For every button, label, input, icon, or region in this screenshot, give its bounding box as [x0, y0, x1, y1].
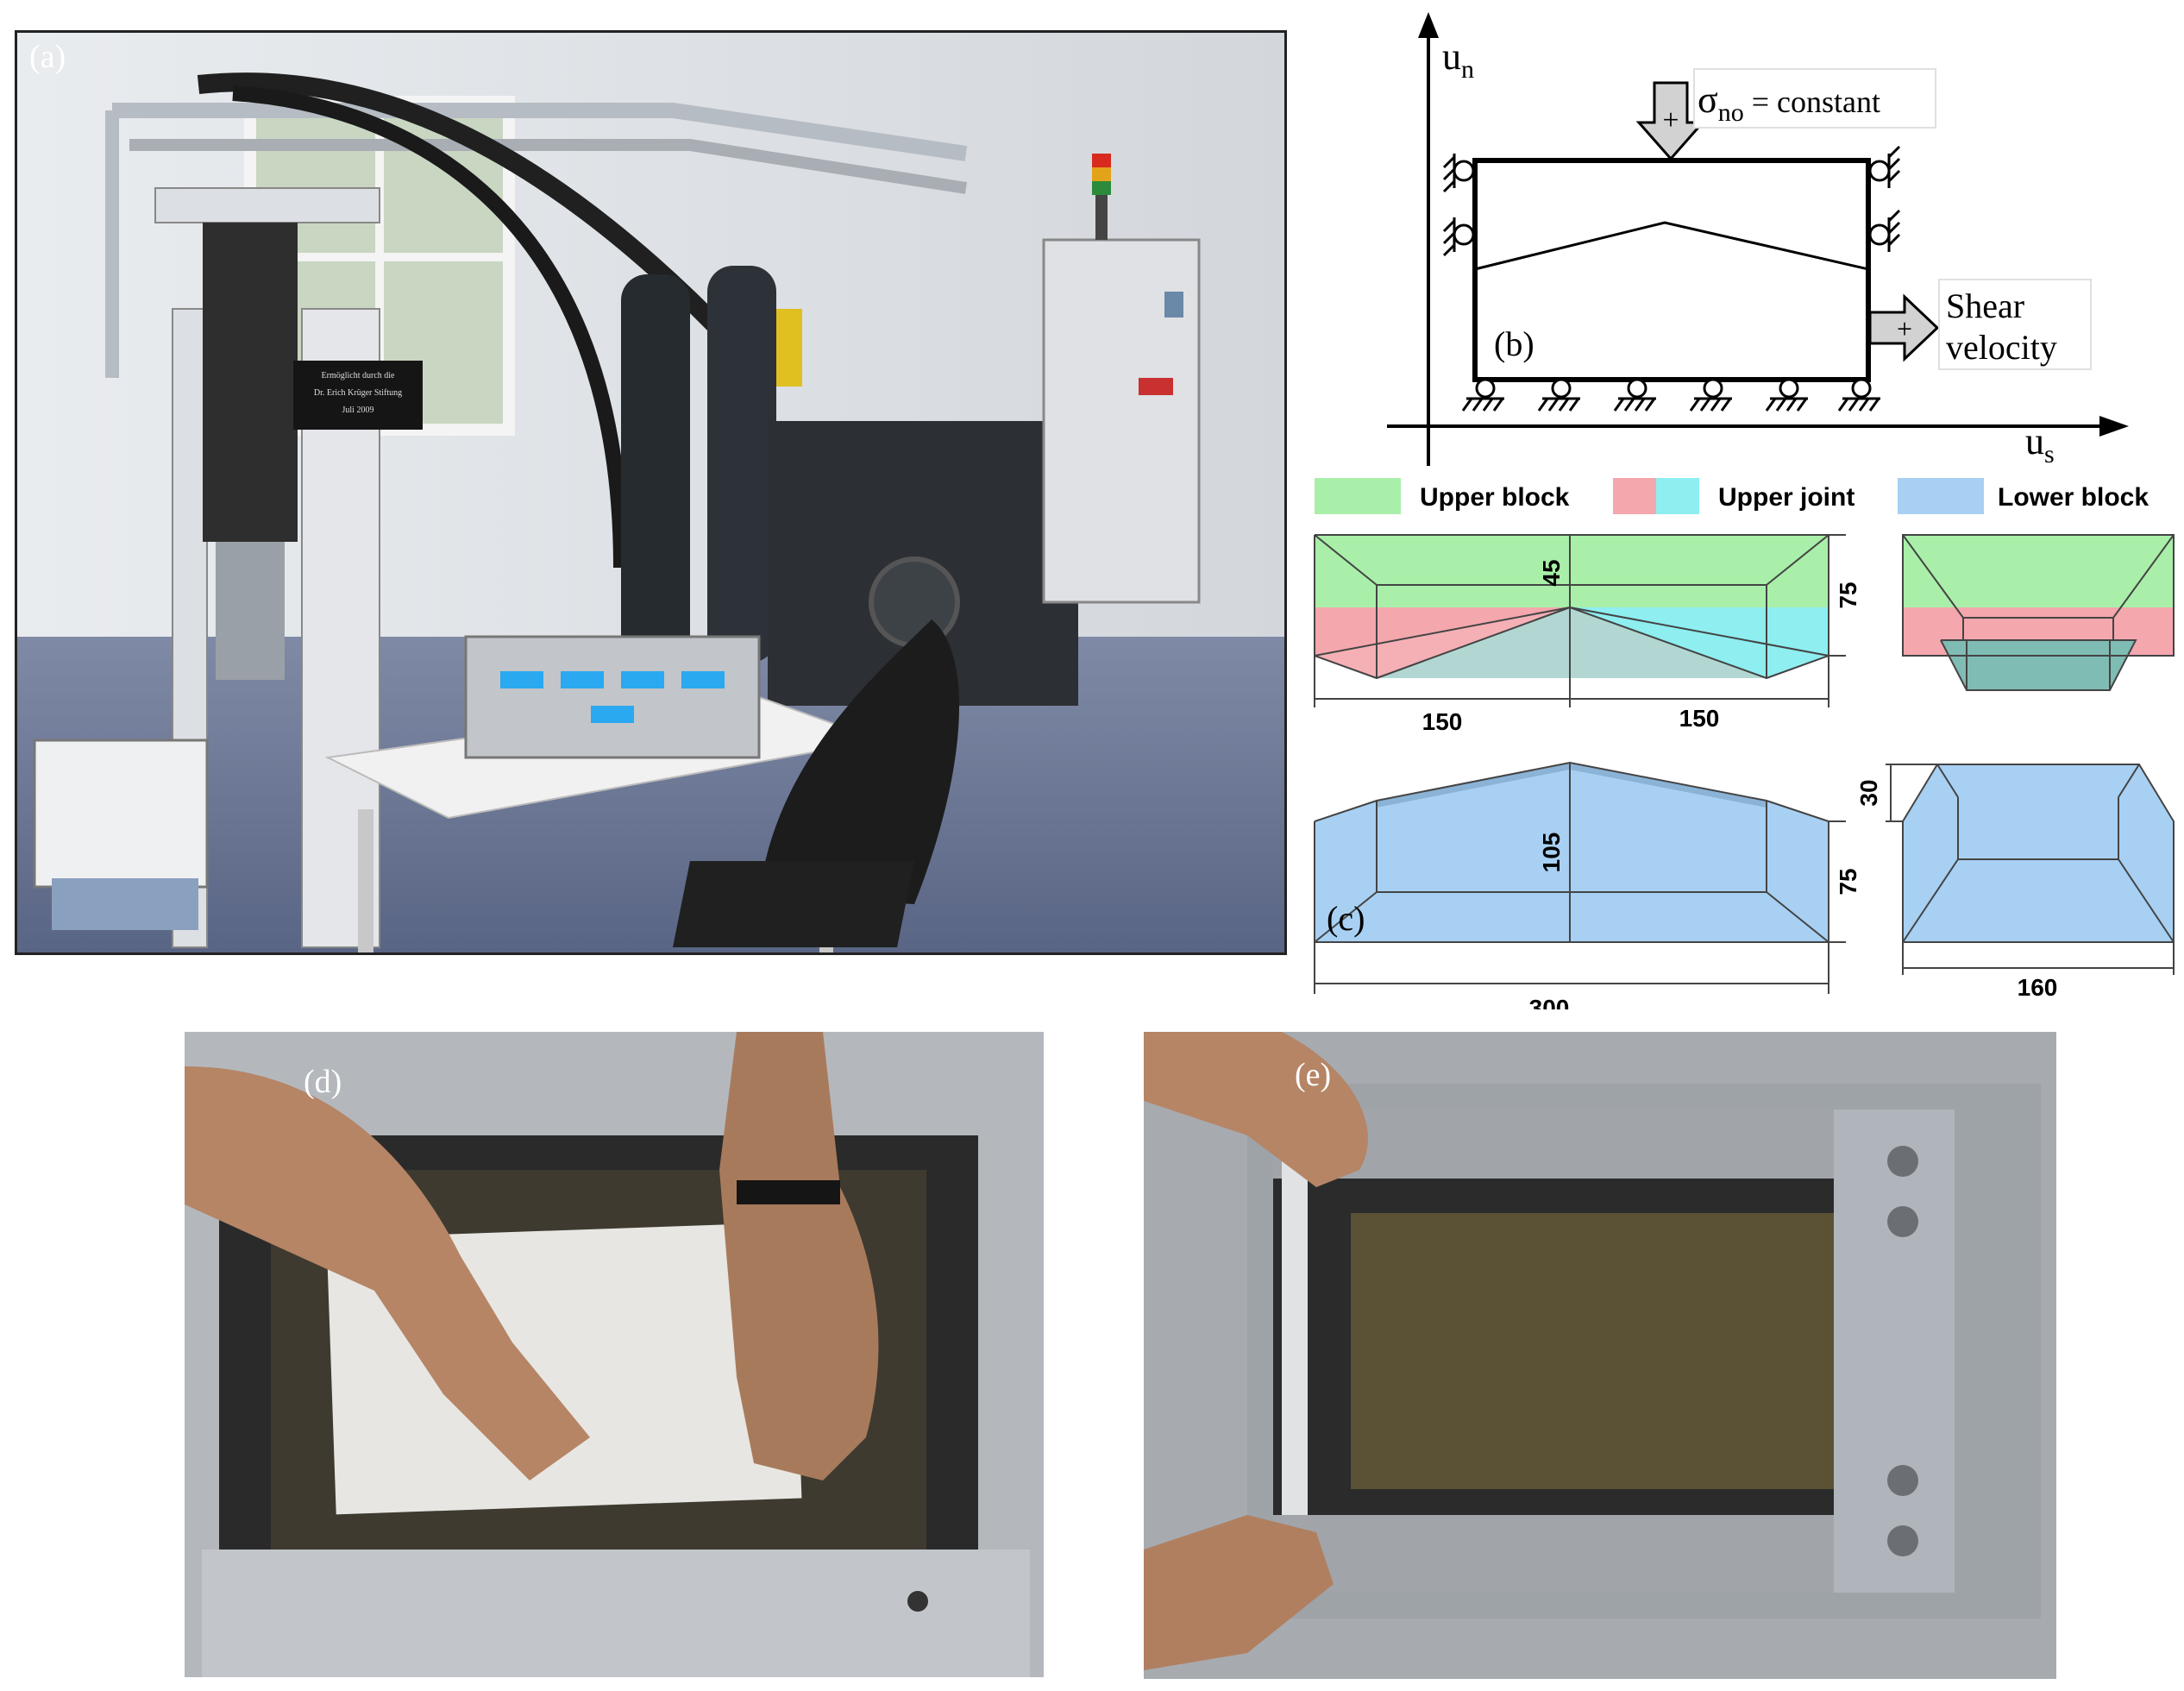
panel-label-c: (c)	[1327, 899, 1365, 938]
plaque-line-1: Ermöglicht durch die	[322, 371, 396, 380]
sample-placement-illustration	[185, 1032, 1044, 1677]
dim-lower-height-side: 75	[1835, 868, 1861, 895]
normal-load-plus: +	[1662, 104, 1679, 136]
upper-block-end-view	[1902, 534, 2175, 691]
panel-label-b: (b)	[1494, 324, 1534, 363]
axis-label-us: us	[2025, 420, 2055, 468]
panel-label-e: (e)	[1295, 1057, 1332, 1093]
plaque	[293, 361, 423, 430]
axis-label-un: un	[1442, 35, 1474, 84]
apparatus-illustration: Ermöglicht durch die Dr. Erich Krüger St…	[17, 33, 1284, 952]
normal-load-label: σno = constant	[1698, 79, 1880, 127]
roller-supports	[1475, 378, 1872, 399]
legend-swatch-upper-joint-a	[1613, 478, 1656, 514]
shear-label-line1: Shear	[1946, 286, 2024, 325]
shear-schematic: un us (b) + σno = constant	[1314, 12, 2175, 1009]
joint-profile	[1474, 221, 1869, 271]
dim-lower-width: 160	[2018, 974, 2058, 1001]
dim-upper-len-right: 150	[1679, 705, 1720, 732]
dim-upper-height-side: 75	[1835, 581, 1861, 608]
shear-velocity-arrow	[1868, 293, 1940, 362]
dim-lower-height-mid: 105	[1538, 833, 1565, 873]
plaque-line-3: Juli 2009	[342, 405, 374, 415]
photo-shear-apparatus: Ermöglicht durch die Dr. Erich Krüger St…	[15, 30, 1287, 955]
filled-box-illustration	[1144, 1032, 2056, 1679]
upper-block-side-view	[1314, 534, 1829, 707]
normal-load-arrow	[1635, 81, 1706, 161]
shear-velocity-plus: +	[1897, 313, 1912, 344]
dim-lower-top-offset: 30	[1855, 779, 1882, 806]
normal-load-label-box	[1693, 68, 1936, 129]
lower-block-side-view	[1314, 761, 1829, 943]
photo-sample-placement: (d)	[185, 1032, 1044, 1677]
dim-upper-height-mid: 45	[1538, 559, 1565, 586]
plaque-line-2: Dr. Erich Krüger Stiftung	[314, 388, 402, 398]
shear-box	[1472, 158, 1871, 382]
shear-label-line2: velocity	[1946, 328, 2057, 367]
dim-lower-len: 300	[1529, 995, 1570, 1009]
legend-swatch-lower-block	[1898, 478, 1984, 514]
lower-block-end-view	[1902, 764, 2175, 943]
legend-label-upper-joint: Upper joint	[1718, 483, 1855, 512]
panel-label-a: (a)	[29, 39, 66, 75]
photo-filled-box: (e)	[1144, 1032, 2056, 1679]
legend-label-lower-block: Lower block	[1998, 483, 2149, 512]
legend-swatch-upper-block	[1315, 478, 1401, 514]
dim-upper-len-left: 150	[1422, 708, 1463, 735]
panel-label-d: (d)	[304, 1064, 342, 1100]
legend-label-upper-block: Upper block	[1420, 483, 1570, 512]
legend-swatch-upper-joint-b	[1656, 478, 1699, 514]
